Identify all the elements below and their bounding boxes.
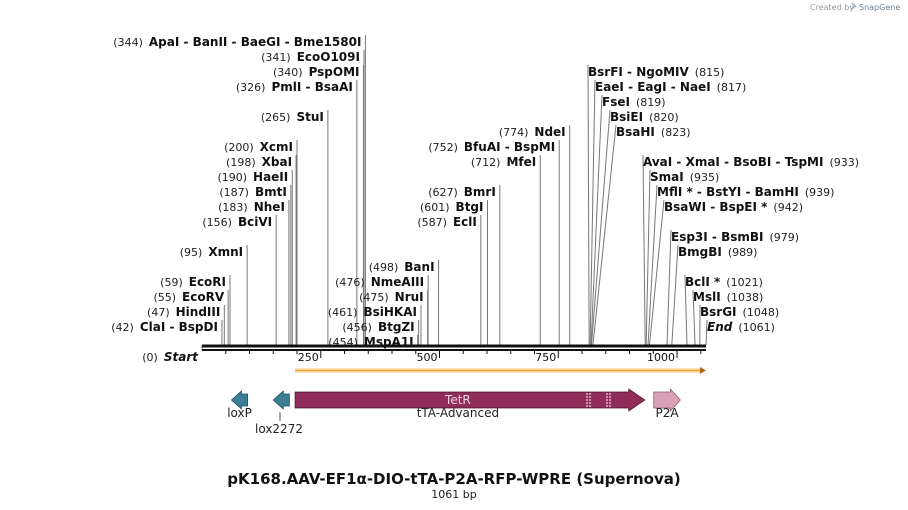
- cut-site-label[interactable]: (55)EcoRV: [153, 290, 224, 304]
- cut-site-label[interactable]: (341)EcoO109I: [261, 50, 360, 64]
- cut-site-label[interactable]: (95)XmnI: [180, 245, 243, 259]
- cut-site-label[interactable]: (774)NdeI: [499, 125, 566, 139]
- tta-feature[interactable]: [294, 388, 646, 412]
- cut-site-label[interactable]: MslI(1038): [693, 290, 763, 304]
- cut-site-line: [705, 319, 708, 346]
- cut-site-line: [684, 274, 688, 346]
- ruler-ticks: 250 500 750 1000: [225, 351, 702, 364]
- cut-site-label[interactable]: BsrGI(1048): [700, 305, 779, 319]
- cut-site-labels: (344)ApaI - BanII - BaeGI - Bme1580I(341…: [111, 35, 859, 364]
- cut-site-label[interactable]: (340)PspOMI: [273, 65, 360, 79]
- snapgene-logo-icon: [851, 2, 857, 10]
- loxp-label: loxP: [227, 406, 252, 420]
- cut-site-label[interactable]: (752)BfuAI - BspMI: [428, 140, 555, 154]
- cut-site-label[interactable]: (42)ClaI - BspDI: [111, 320, 218, 334]
- cut-site-line: [666, 229, 672, 346]
- cut-site-label[interactable]: BmgBI(989): [678, 245, 757, 259]
- cut-site-label[interactable]: BsrFI - NgoMIV(815): [588, 65, 724, 79]
- ruler-tick-label: 1000: [647, 351, 675, 364]
- cut-site-label[interactable]: BsaHI(823): [616, 125, 691, 139]
- cut-site-label[interactable]: EaeI - EagI - NaeI(817): [595, 80, 746, 94]
- cut-site-label[interactable]: BclI *(1021): [685, 275, 763, 289]
- cut-site-label[interactable]: BsiEI(820): [610, 110, 679, 124]
- plasmid-length: 1061 bp: [431, 488, 476, 501]
- cut-site-label[interactable]: (187)BmtI: [219, 185, 286, 199]
- cut-site-label[interactable]: (190)HaeII: [217, 170, 288, 184]
- lox2272-label: lox2272: [255, 422, 303, 436]
- cut-site-label[interactable]: (183)NheI: [218, 200, 285, 214]
- cut-site-label[interactable]: (156)BciVI: [202, 215, 272, 229]
- cut-site-line: [692, 289, 696, 346]
- cut-site-label[interactable]: (601)BtgI: [420, 200, 484, 214]
- cut-site-line: [592, 124, 617, 346]
- snapgene-credit: Created by SnapGene: [810, 2, 900, 12]
- loxp-feature[interactable]: [230, 390, 249, 410]
- cut-site-label[interactable]: (461)BsiHKAI: [328, 305, 417, 319]
- cut-site-line: [589, 79, 596, 346]
- cut-site-line: [587, 64, 590, 346]
- ruler-tick-label: 500: [417, 351, 438, 364]
- cut-site-label[interactable]: (47)HindIII: [147, 305, 220, 319]
- lox2272-feature[interactable]: [272, 390, 290, 410]
- credit-text: Created by: [810, 3, 854, 12]
- cut-site-label[interactable]: BsaWI - BspEI *(942): [664, 200, 803, 214]
- tetr-label: TetR: [444, 393, 471, 407]
- ruler-tick-label: 750: [535, 351, 556, 364]
- p2a-label: P2A: [656, 406, 680, 420]
- cut-site-label[interactable]: AvaI - XmaI - BsoBI - TspMI(933): [643, 155, 859, 169]
- orf-arrowhead: [700, 367, 706, 374]
- cut-site-line: [671, 244, 679, 346]
- cut-site-label[interactable]: (498)BanI: [369, 260, 435, 274]
- cut-site-line: [590, 94, 603, 346]
- cut-site-label[interactable]: MflI * - BstYI - BamHI(939): [657, 185, 834, 199]
- cut-site-label[interactable]: SmaI(935): [650, 170, 719, 184]
- cut-site-label[interactable]: (200)XcmI: [224, 140, 293, 154]
- cut-site-line: [642, 154, 646, 346]
- cut-site-label[interactable]: (0)Start: [142, 350, 199, 364]
- p2a-feature[interactable]: [653, 387, 681, 413]
- cut-site-line: [648, 199, 665, 346]
- cut-site-label[interactable]: Esp3I - BsmBI(979): [671, 230, 799, 244]
- cut-site-label[interactable]: (475)NruI: [359, 290, 424, 304]
- cut-site-line: [591, 109, 611, 346]
- cut-site-label[interactable]: (456)BtgZI: [342, 320, 414, 334]
- cut-site-label[interactable]: (326)PmlI - BsaAI: [236, 80, 353, 94]
- ruler-tick-label: 250: [298, 351, 319, 364]
- cut-site-label[interactable]: (59)EcoRI: [160, 275, 226, 289]
- sequence-ruler: 250 500 750 1000: [202, 344, 706, 364]
- credit-brand: SnapGene: [859, 3, 900, 12]
- orf-arrow[interactable]: [295, 367, 706, 374]
- cut-site-label[interactable]: (198)XbaI: [226, 155, 292, 169]
- cut-site-label[interactable]: FseI(819): [602, 95, 666, 109]
- cut-site-label[interactable]: End(1061): [707, 320, 775, 334]
- cut-site-label[interactable]: (587)EclI: [417, 215, 476, 229]
- cut-site-line: [647, 184, 658, 346]
- cut-site-label[interactable]: (344)ApaI - BanII - BaeGI - Bme1580I: [113, 35, 361, 49]
- cut-site-line: [645, 169, 651, 346]
- cut-site-label[interactable]: (476)NmeAIII: [335, 275, 424, 289]
- cut-site-label[interactable]: (265)StuI: [261, 110, 324, 124]
- cut-site-label[interactable]: (712)MfeI: [471, 155, 536, 169]
- tta-label: tTA-Advanced: [417, 406, 499, 420]
- plasmid-title: pK168.AAV-EF1α-DIO-tTA-P2A-RFP-WPRE (Sup…: [227, 470, 680, 488]
- cut-site-label[interactable]: (627)BmrI: [428, 185, 496, 199]
- cut-site-lines: [201, 35, 708, 350]
